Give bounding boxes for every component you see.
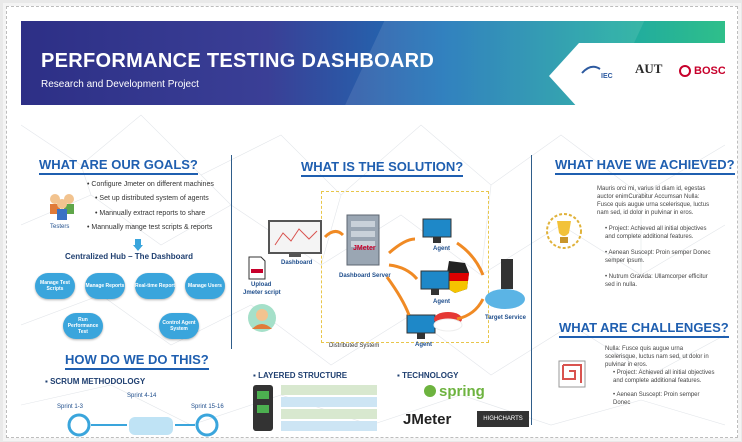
hub-item-manage-scripts: Manage Test Scripts	[35, 273, 75, 299]
down-arrow-icon	[133, 239, 143, 251]
maze-icon	[558, 360, 586, 388]
challenges-lead: Nulla: Fusce quis augue urna scelerisque…	[605, 346, 709, 368]
sprint-label: Sprint 1-3	[57, 404, 84, 410]
bosch-emblem-icon	[679, 65, 691, 77]
sprint-label: Sprint 15-16	[191, 404, 224, 410]
hub-item-realtime-report: Real-time Report	[135, 273, 175, 299]
testers-icon	[50, 194, 74, 220]
iec-swoosh-icon	[581, 65, 601, 74]
achieved-point: • Project: Achieved all initial objectiv…	[605, 226, 707, 240]
agent-label: Agent	[433, 299, 450, 305]
distributed-system-box	[321, 191, 489, 343]
layered-structure-diagram	[253, 385, 377, 431]
page-subtitle: Research and Development Project	[41, 79, 199, 90]
bosch-logo: BOSCH	[694, 65, 725, 77]
data-flow-arrows	[323, 230, 485, 321]
achieved-lead: Mauris orci mi, varius id diam id, egest…	[597, 186, 710, 216]
header-banner: PERFORMANCE TESTING DASHBOARD Research a…	[21, 21, 725, 105]
sprint-label: Sprint 4-14	[127, 393, 157, 399]
achieved-point: • Nutrum Gravida: Ullamcorper efficitur …	[605, 274, 708, 288]
column-divider-left	[231, 155, 232, 349]
goal-item: • Set up distributed system of agents	[95, 195, 209, 202]
highcharts-logo: HIGHCHARTS	[477, 411, 529, 427]
distributed-system-label: Distributed System	[329, 343, 380, 349]
target-service-cloud-icon	[485, 259, 525, 309]
how-title: HOW DO WE DO THIS?	[65, 352, 209, 370]
aut-logo: AUT	[635, 61, 663, 76]
jmeter-script-label: Jmeter script	[243, 290, 281, 296]
technology-heading: ▪ TECHNOLOGY	[397, 371, 459, 380]
upload-label: Upload	[251, 282, 272, 288]
spring-leaf-icon	[424, 385, 436, 397]
challenge-point: • Aenean Suscept: Proin semper Donec	[613, 392, 700, 406]
goal-item: • Configure Jmeter on different machines	[87, 181, 214, 188]
solution-title: WHAT IS THE SOLUTION?	[301, 159, 464, 177]
goal-item: • Mannually mange test scripts & reports	[87, 224, 213, 231]
goals-title: WHAT ARE OUR GOALS?	[39, 157, 198, 175]
achieved-title: WHAT HAVE WE ACHIEVED?	[555, 157, 735, 175]
hub-item-manage-reports: Manage Reports	[85, 273, 125, 299]
germany-map-icon	[445, 261, 469, 293]
challenge-point: • Project: Achieved all initial objectiv…	[613, 370, 715, 384]
layered-structure-heading: ▪ LAYERED STRUCTURE	[253, 371, 348, 380]
target-service-label: Target Service	[485, 315, 526, 321]
singapore-map-icon	[433, 312, 463, 332]
user-avatar-icon	[248, 304, 276, 332]
column-divider-right	[531, 155, 532, 425]
hub-title: Centralized Hub – The Dashboard	[65, 252, 194, 261]
goal-item: • Mannually extract reports to share	[95, 210, 206, 217]
logo-arrow-badge	[549, 43, 725, 105]
jmeter-logo: JMeter	[403, 411, 452, 428]
agent-computer-icon	[422, 218, 452, 243]
agent-label: Agent	[433, 246, 450, 252]
script-file-icon	[248, 256, 266, 280]
achieved-point: • Aenean Suscept: Proin semper Donec sem…	[605, 250, 711, 264]
agent-computer-icon	[420, 270, 450, 295]
sprint-cycle-diagram	[67, 413, 219, 437]
dashboard-server-label: Dashboard Server	[339, 273, 391, 279]
hub-item-manage-users: Manage Users	[185, 273, 225, 299]
hub-item-control-agents: Control Agent System	[159, 313, 199, 339]
challenges-title: WHAT ARE CHALLENGES?	[559, 320, 729, 338]
agent-label: Agent	[415, 342, 432, 348]
poster-frame: PERFORMANCE TESTING DASHBOARD Research a…	[6, 6, 738, 438]
iec-logo: IEC	[601, 73, 613, 80]
hub-item-run-test: Run Performance Test	[63, 313, 103, 339]
scrum-heading: ▪ SCRUM METHODOLOGY	[45, 377, 146, 386]
spring-logo: spring	[439, 383, 485, 400]
page-title: PERFORMANCE TESTING DASHBOARD	[41, 50, 435, 72]
trophy-icon	[546, 213, 582, 249]
dashboard-server-icon	[346, 214, 380, 266]
testers-label: Testers	[50, 224, 70, 230]
jmeter-server-brand: JMeter	[353, 245, 376, 252]
dashboard-label: Dashboard	[281, 260, 313, 266]
dashboard-monitor-icon	[268, 220, 322, 257]
